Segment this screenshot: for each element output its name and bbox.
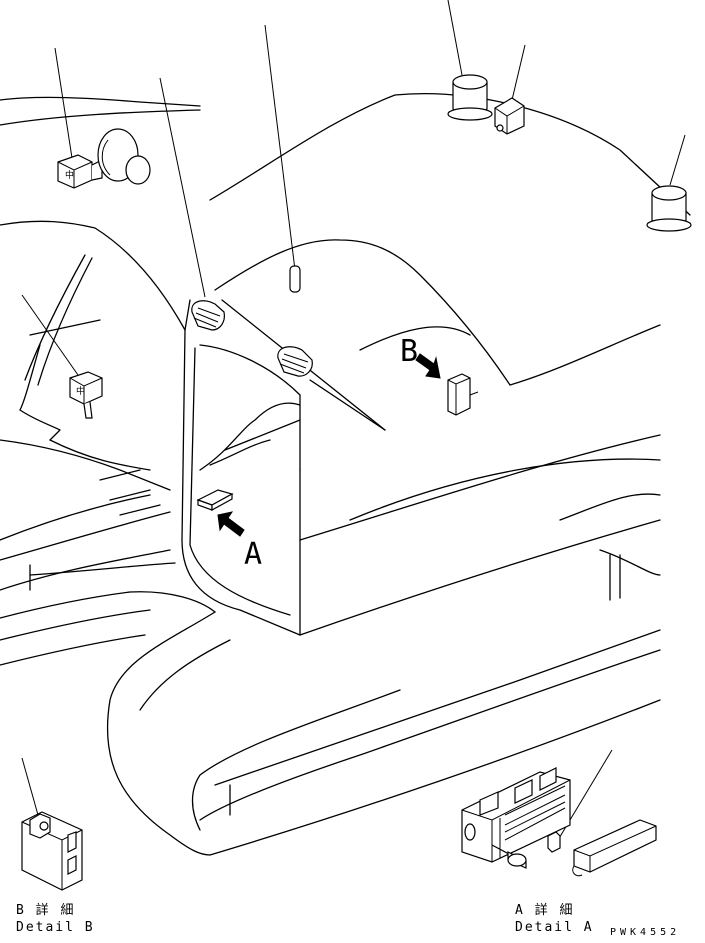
drawing-number: PWK4552 <box>610 927 681 938</box>
switch-bracket-b <box>447 373 479 416</box>
detail-a-clip <box>547 831 561 853</box>
work-lamp-left <box>191 300 225 331</box>
detail-a-screw <box>491 844 527 869</box>
switch-box-lower-left: 中 <box>69 371 103 419</box>
detail-a-connector <box>461 767 571 863</box>
antenna-post <box>289 265 301 293</box>
detail-a-en-label: Detail A <box>515 920 594 935</box>
svg-text:中: 中 <box>76 385 85 397</box>
detail-b-jp-label: B 詳 細 <box>16 903 76 918</box>
detail-b-en-label: Detail B <box>16 920 95 935</box>
detail-a-jp-label: A 詳 細 <box>515 903 575 918</box>
detail-a-cover <box>572 819 657 877</box>
arrow-b <box>415 353 441 379</box>
rotating-lamp-rear <box>646 185 692 232</box>
cab-body <box>0 93 691 856</box>
svg-text:中: 中 <box>65 169 74 181</box>
callout-label-b: B <box>400 334 419 369</box>
arrow-a <box>217 511 245 537</box>
leader-lines <box>21 0 686 841</box>
mirror-mount <box>97 128 151 185</box>
lamp-switch-box-roof <box>494 97 525 135</box>
cab-connector <box>196 489 234 512</box>
switch-box-upper-left: 中 <box>57 154 103 189</box>
rotating-lamp-front <box>447 74 493 121</box>
callout-label-a: A <box>244 537 263 572</box>
work-lamp-right <box>277 346 313 377</box>
detail-b-bracket <box>21 811 83 891</box>
